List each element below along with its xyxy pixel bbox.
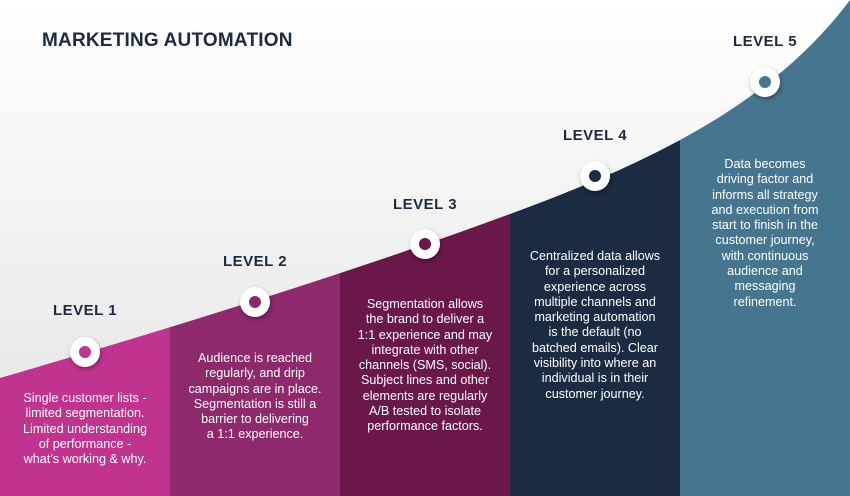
level-4-label: LEVEL 4 — [562, 127, 628, 144]
level-1-marker-icon — [70, 337, 100, 367]
description-line: campaigns are in place. — [188, 381, 322, 396]
description-line: audience and — [727, 264, 803, 279]
description-line: elements are regularly — [362, 388, 488, 403]
description-line: Audience is reached — [197, 351, 313, 365]
description-line: the brand to deliver a — [365, 312, 485, 327]
description-line: Subject lines and other — [360, 373, 490, 388]
level-3-marker-icon — [410, 229, 440, 259]
description-line: channels (SMS, social). — [358, 358, 492, 373]
level-1-label: LEVEL 1 — [52, 302, 118, 319]
marker-dot — [589, 170, 601, 182]
description-line: individual is in their — [541, 371, 649, 386]
description-line: experience across — [543, 279, 647, 294]
level-1-description: Single customer lists -limited segmentat… — [2, 391, 168, 467]
description-line: Centralized data allows — [529, 249, 661, 263]
description-line: driving factor and — [716, 172, 814, 187]
description-line: 1:1 experience and may — [357, 327, 493, 342]
description-line: barrier to delivering — [201, 412, 309, 427]
description-line: customer journey. — [545, 386, 645, 401]
level-2-marker-icon — [240, 287, 270, 317]
level-5-marker-icon — [750, 67, 780, 97]
description-line: integrate with other — [371, 342, 479, 357]
description-line: A/B tested to isolate — [368, 404, 481, 419]
description-line: what’s working & why. — [23, 452, 147, 467]
level-3-label: LEVEL 3 — [392, 196, 458, 213]
description-line: Single customer lists - — [23, 391, 147, 405]
description-line: informs all strategy — [712, 187, 818, 202]
description-line: with continuous — [721, 248, 809, 263]
description-line: for a personalized — [544, 264, 646, 279]
description-line: Segmentation allows — [366, 297, 484, 311]
description-line: Data becomes — [724, 157, 806, 171]
description-line: is the default (no — [548, 325, 642, 340]
description-line: Segmentation is still a — [193, 396, 317, 411]
description-line: customer journey, — [715, 233, 815, 248]
description-line: regularly, and drip — [205, 366, 305, 381]
description-line: batched emails). Clear — [532, 340, 658, 355]
marker-dot — [759, 76, 771, 88]
description-line: of performance - — [38, 436, 132, 451]
level-2-label: LEVEL 2 — [222, 253, 288, 270]
description-line: limited segmentation. — [25, 406, 145, 421]
marker-dot — [419, 238, 431, 250]
description-line: start to finish in the — [712, 218, 818, 233]
description-line: and execution from — [711, 202, 819, 217]
description-line: performance factors. — [367, 419, 483, 434]
description-line: multiple channels and — [534, 294, 656, 309]
description-line: refinement. — [733, 294, 797, 309]
description-line: Limited understanding — [23, 421, 147, 436]
level-4-marker-icon — [580, 161, 610, 191]
level-5-label: LEVEL 5 — [732, 33, 798, 50]
description-line: visibility into where an — [533, 356, 657, 371]
marker-dot — [79, 346, 91, 358]
marker-dot — [249, 296, 261, 308]
page-title: MARKETING AUTOMATION — [42, 30, 293, 51]
description-line: messaging — [734, 279, 796, 294]
description-line: a 1:1 experience. — [206, 427, 304, 442]
description-line: marketing automation — [534, 310, 656, 325]
